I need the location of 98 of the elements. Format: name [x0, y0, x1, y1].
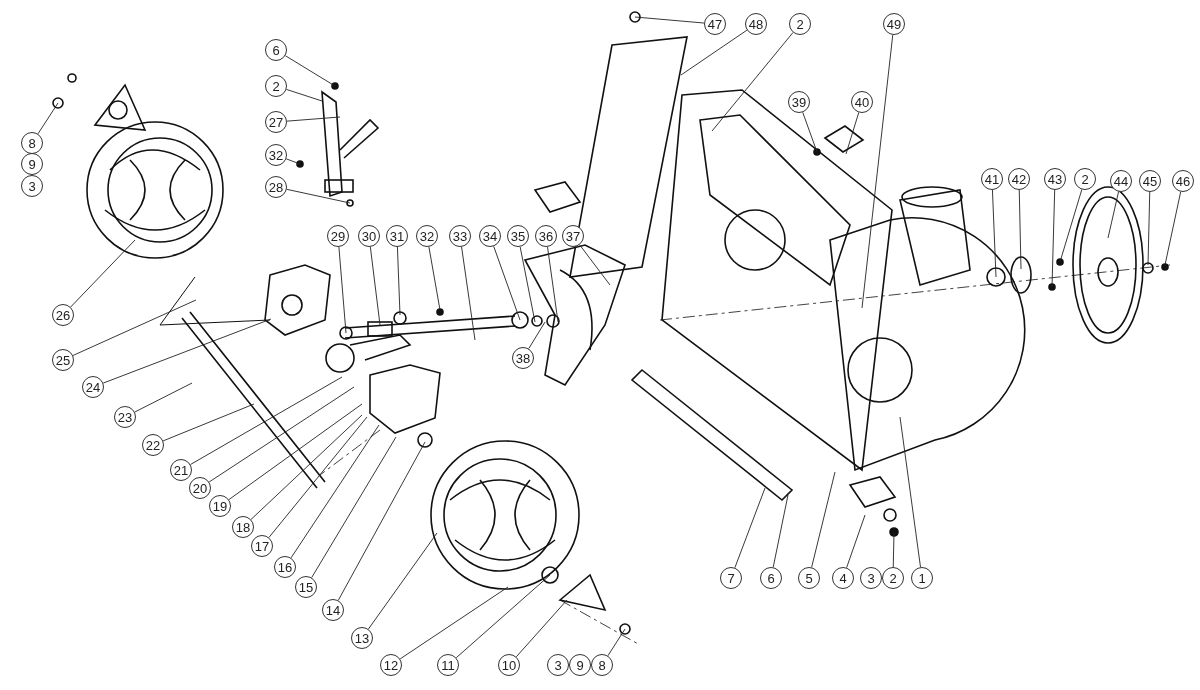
callout-number: 38 — [512, 347, 534, 369]
leader-line — [369, 246, 381, 326]
callout-number: 48 — [745, 13, 767, 35]
leader-line — [455, 574, 551, 659]
leader-line — [1051, 189, 1056, 288]
callout-number: 2 — [882, 567, 904, 589]
callout-number: 35 — [507, 225, 529, 247]
callout-number: 19 — [209, 495, 231, 517]
callout-number: 47 — [704, 13, 726, 35]
callout-number: 46 — [1172, 170, 1194, 192]
callout-number: 30 — [358, 225, 380, 247]
leader-line — [338, 246, 347, 334]
leader-line — [861, 34, 894, 309]
callout-number: 49 — [883, 13, 905, 35]
leader-line — [1164, 191, 1182, 266]
callout-number: 1 — [911, 567, 933, 589]
callout-number: 13 — [351, 627, 373, 649]
callout-number: 25 — [52, 349, 74, 371]
callout-number: 9 — [21, 153, 43, 175]
leader-line — [515, 599, 568, 658]
callout-number: 12 — [380, 654, 402, 676]
leader-line — [286, 88, 323, 102]
callout-number: 7 — [720, 567, 742, 589]
leader-line — [547, 246, 559, 323]
leader-line — [992, 189, 997, 278]
callout-number: 21 — [170, 459, 192, 481]
leader-line — [72, 299, 197, 356]
leader-line — [250, 414, 363, 520]
callout-number: 2 — [1074, 168, 1096, 190]
leader-line — [286, 188, 351, 204]
callout-number: 24 — [82, 376, 104, 398]
callout-number: 17 — [251, 535, 273, 557]
callout-number: 2 — [265, 75, 287, 97]
callout-number: 5 — [798, 567, 820, 589]
callout-number: 41 — [981, 168, 1003, 190]
leader-line — [634, 16, 705, 24]
callout-number: 11 — [437, 654, 459, 676]
callout-number: 3 — [21, 175, 43, 197]
leader-line — [1147, 191, 1151, 266]
callout-number: 14 — [322, 599, 344, 621]
callout-number: 44 — [1110, 170, 1132, 192]
leader-line — [162, 403, 255, 442]
callout-number: 42 — [1008, 168, 1030, 190]
callout-number: 27 — [265, 111, 287, 133]
callout-number: 29 — [327, 225, 349, 247]
leader-line — [286, 116, 341, 122]
callout-number: 8 — [591, 654, 613, 676]
leader-line — [102, 318, 272, 384]
callout-number: 8 — [21, 132, 43, 154]
callout-number: 18 — [232, 516, 254, 538]
leader-line — [70, 239, 136, 308]
leader-line — [811, 471, 836, 568]
leader-line — [772, 494, 789, 568]
leader-line — [845, 112, 860, 155]
callout-number: 37 — [562, 225, 584, 247]
callout-number: 23 — [114, 406, 136, 428]
callout-number: 32 — [265, 144, 287, 166]
callout-number: 10 — [498, 654, 520, 676]
leader-line — [846, 514, 866, 569]
callout-number: 4 — [832, 567, 854, 589]
leader-line — [285, 158, 301, 165]
callout-number: 9 — [569, 654, 591, 676]
leader-line — [493, 245, 521, 321]
callout-number: 32 — [416, 225, 438, 247]
leader-line — [461, 246, 476, 341]
callout-number: 3 — [547, 654, 569, 676]
callout-number: 3 — [860, 567, 882, 589]
callout-number: 33 — [449, 225, 471, 247]
callout-number: 36 — [535, 225, 557, 247]
callout-number: 34 — [479, 225, 501, 247]
leader-line — [802, 111, 818, 153]
leader-line — [1018, 189, 1022, 270]
leader-line — [396, 246, 401, 316]
callout-number: 31 — [386, 225, 408, 247]
callout-number: 39 — [788, 91, 810, 113]
callout-number: 15 — [295, 576, 317, 598]
leader-line — [734, 487, 766, 569]
callout-number: 28 — [265, 176, 287, 198]
callout-number: 2 — [789, 13, 811, 35]
leader-line — [337, 441, 426, 601]
callout-number: 6 — [265, 39, 287, 61]
leader-line — [1059, 189, 1083, 263]
callout-number: 20 — [189, 477, 211, 499]
callout-number: 6 — [760, 567, 782, 589]
callout-number: 22 — [142, 434, 164, 456]
leader-line — [711, 32, 794, 132]
leader-line — [190, 376, 343, 465]
leader-line — [899, 416, 921, 568]
callout-number: 45 — [1139, 170, 1161, 192]
callout-number: 26 — [52, 304, 74, 326]
leader-line — [428, 246, 441, 311]
callout-number: 16 — [274, 556, 296, 578]
callout-number: 43 — [1044, 168, 1066, 190]
callout-number: 40 — [851, 91, 873, 113]
leader-line — [134, 382, 193, 413]
leader-line — [268, 416, 368, 538]
leader-line — [519, 246, 536, 323]
leader-line — [892, 531, 895, 568]
